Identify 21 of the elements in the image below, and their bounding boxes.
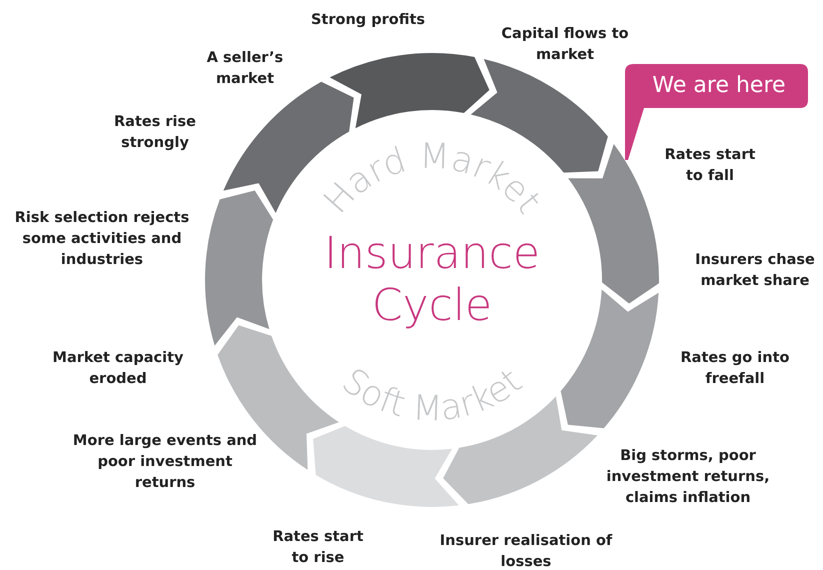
stage-label: Big storms, poor investment returns, claims inflation: [605, 447, 771, 508]
stage-label: Capital flows to market: [500, 25, 630, 65]
arc-heading: Soft Market: [334, 361, 530, 430]
stage-label: Rates start to rise: [272, 528, 364, 568]
cycle-arrow-segment: [313, 426, 459, 507]
stage-label: Insurer realisation of losses: [438, 532, 614, 570]
stage-label: Insurers chase market share: [694, 251, 816, 291]
stage-label: Strong profits: [310, 11, 426, 30]
stage-label: A seller’s market: [206, 49, 284, 89]
stage-label: Rates go into freefall: [680, 349, 790, 389]
stage-label: Market capacity eroded: [52, 349, 184, 389]
callout-text: We are here: [651, 72, 787, 100]
stage-label: More large events and poor investment returns: [72, 432, 258, 493]
cycle-arrow-segment: [205, 190, 274, 346]
cycle-arrow-segment: [560, 290, 659, 428]
cycle-arrow-segment: [568, 144, 659, 304]
cycle-title: Insurance Cycle: [323, 228, 541, 332]
cycle-arrow-segment: [330, 53, 490, 128]
stage-label: Risk selection rejects some activities and industries: [14, 209, 190, 270]
stage-label: Rates rise strongly: [113, 113, 197, 153]
stage-label: Rates start to fall: [664, 146, 756, 186]
